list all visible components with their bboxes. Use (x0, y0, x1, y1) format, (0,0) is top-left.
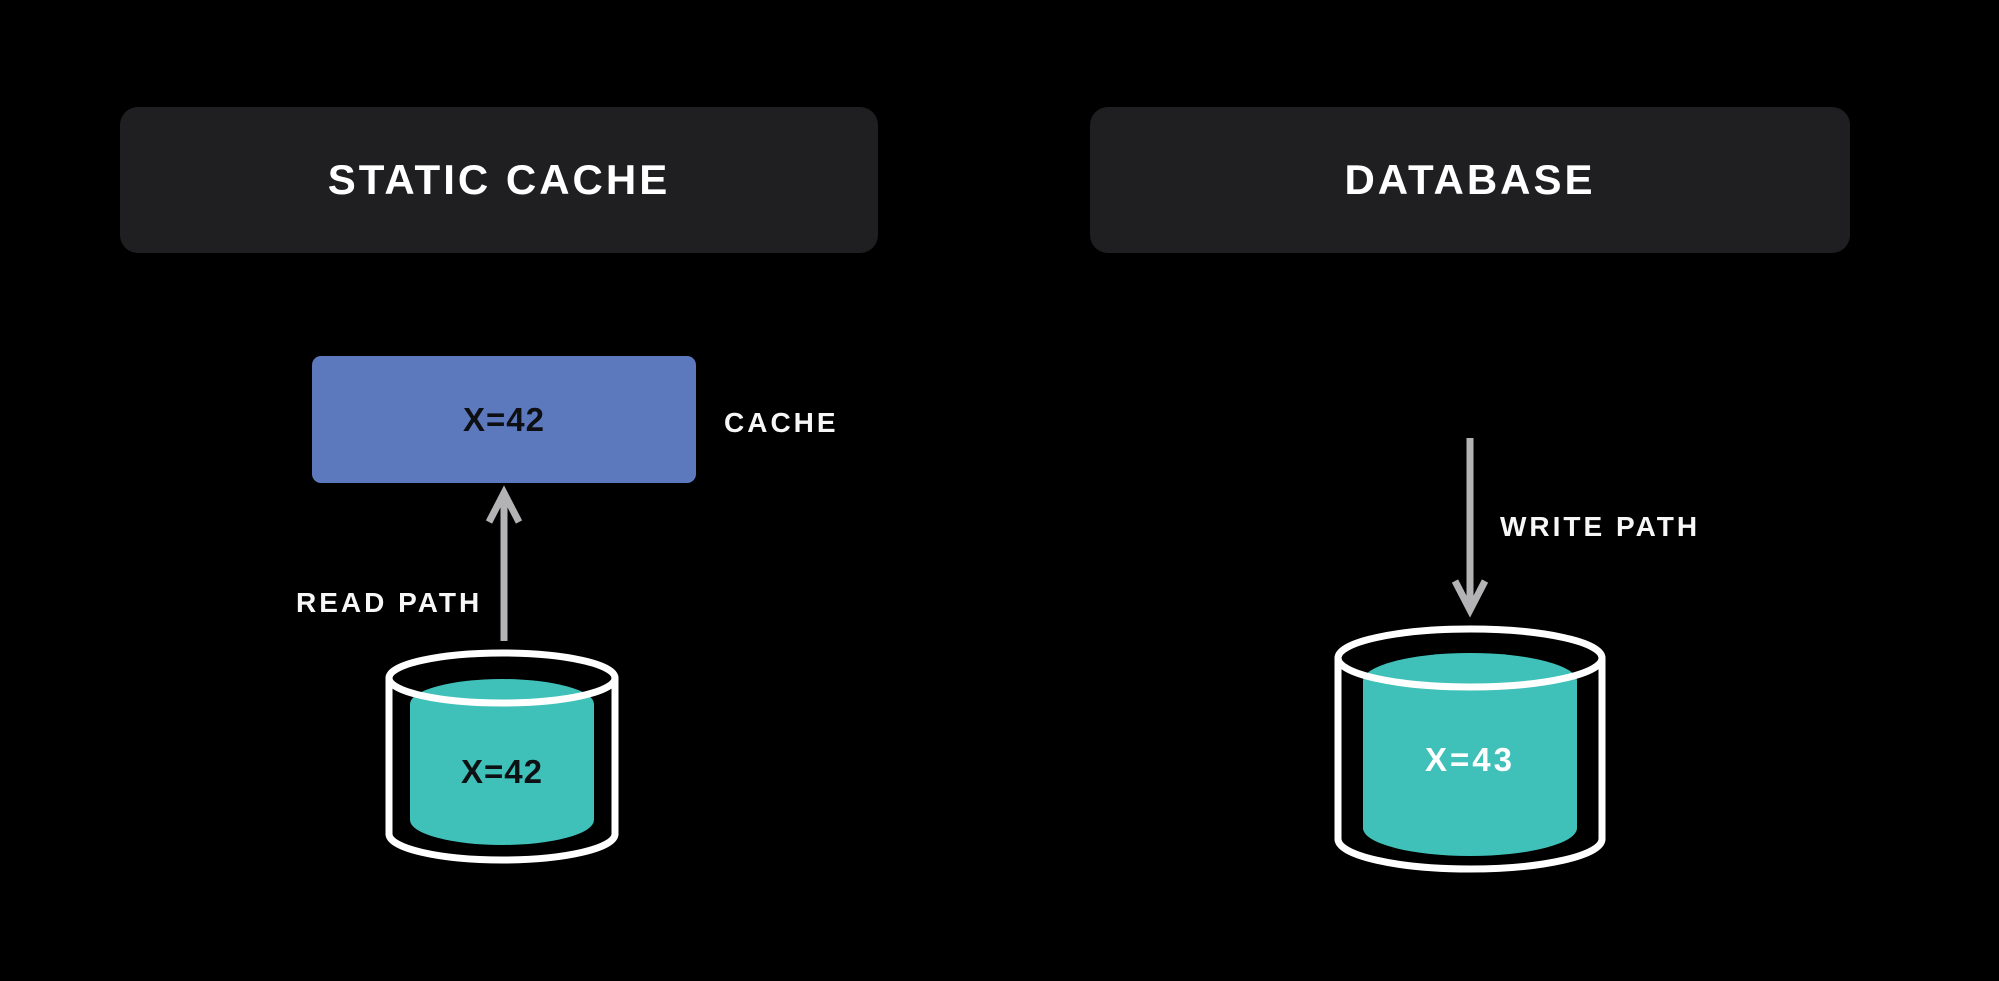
arrow-up-icon (485, 485, 523, 641)
write-path-label: WRITE PATH (1500, 511, 1701, 542)
cache-box-value: X=42 (463, 400, 545, 438)
cache-label: CACHE (724, 407, 839, 438)
database-header-label: DATABASE (1344, 156, 1596, 203)
database-header: DATABASE (1090, 107, 1850, 253)
static-cache-header-label: STATIC CACHE (327, 156, 671, 203)
right-database-cylinder-icon (1334, 625, 1606, 873)
static-cache-header: STATIC CACHE (120, 107, 878, 253)
cache-value-box: X=42 (312, 356, 696, 483)
left-database-cylinder-icon (385, 649, 619, 864)
left-cylinder-value: X=42 (461, 753, 543, 790)
arrow-down-icon (1451, 438, 1489, 618)
right-cylinder-value: X=43 (1425, 741, 1515, 778)
read-path-label: READ PATH (296, 587, 483, 618)
